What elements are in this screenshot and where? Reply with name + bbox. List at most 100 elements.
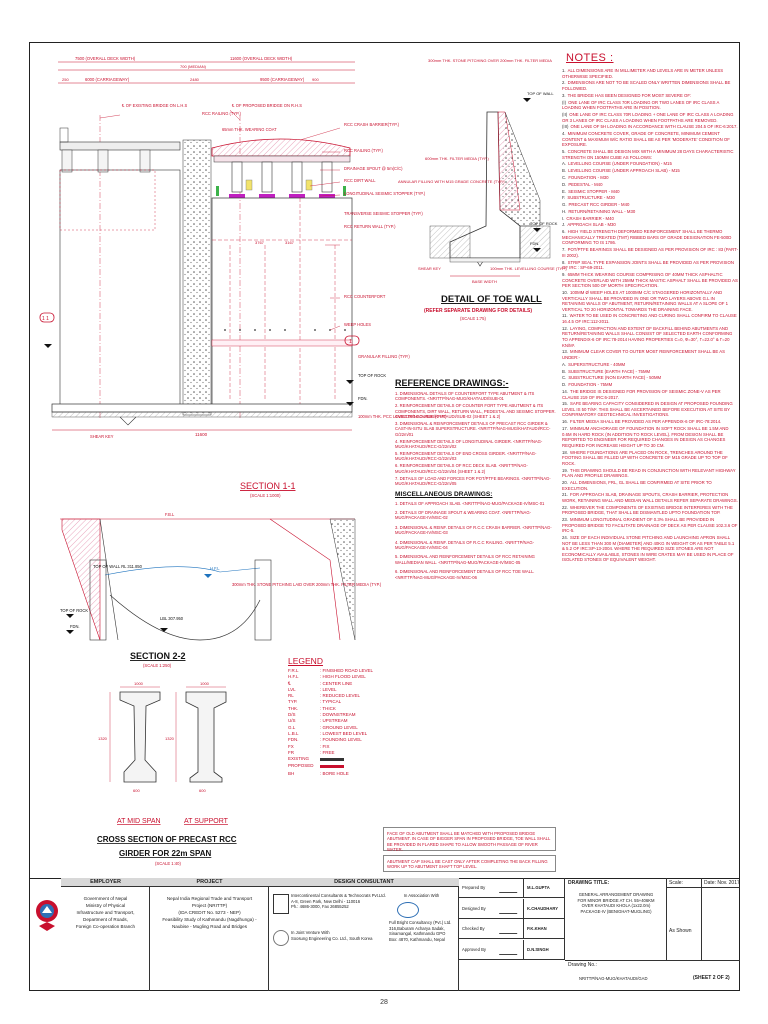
note-item: 11.WATER TO BE USED IN CONCRETING AND CU… xyxy=(562,313,737,325)
misc-item: 5. DIMENSIONAL AND REINFORCEMENT DETAILS… xyxy=(395,554,535,565)
legend-row: THK.: THICK xyxy=(288,705,336,711)
note-item: 3.THE BRIDGE HAS BEEN DESIGNED FOR MOST … xyxy=(562,92,692,98)
sec22-top-of-wall: TOP OF WALL RL 311.850 xyxy=(93,564,143,569)
toe-pcc: 100mm THK. LEVELLING COURSE (TYP.) xyxy=(490,266,567,271)
legend-row: D/S: DOWNSTREAM xyxy=(288,712,356,718)
reference-drawings: REFERENCE DRAWINGS:- 1. DIMENSIONAL DETA… xyxy=(395,378,560,584)
reference-heading: REFERENCE DRAWINGS:- xyxy=(395,378,509,388)
legend-row: RL: REDUCED LEVEL xyxy=(288,693,361,699)
notes-list: 1.ALL DIMENSIONS ARE IN MILLIMETER AND L… xyxy=(562,68,740,563)
toe-top-of-rock: TOP OF ROCK xyxy=(530,221,558,226)
note-item: 20.ALL DIMENSIONS, FRL, GL SHALL BE CONF… xyxy=(562,479,712,491)
note-item: 1.ALL DIMENSIONS ARE IN MILLIMETER AND L… xyxy=(562,68,724,79)
toe-annular-filling: ANNULAR FILLING WITH M15 GRADE CONCRETE … xyxy=(398,179,505,184)
note-item: d.PEDESTAL - M40 xyxy=(562,181,603,187)
label-crash-barrier: RCC CRASH BARRIER(TYP.) xyxy=(344,122,400,127)
note-item: 15.SAFE BEARING CAPACITY CONSIDERED IN D… xyxy=(562,401,733,418)
legend-row: TYP.: TYPICAL xyxy=(288,699,342,705)
label-rcc-railing-left: RCC RAILING (TYP.) xyxy=(202,111,241,116)
legend-row: H.F.L: HIGH FLOOD LEVEL xyxy=(288,674,366,680)
dim-2480: 2480 xyxy=(190,77,200,82)
signature-mark xyxy=(498,882,522,893)
dim-900: 900 xyxy=(312,77,319,82)
label-granular-filling: GRANULAR FILLING (TYP.) xyxy=(358,354,410,359)
existing-swatch xyxy=(320,758,344,762)
consultant2-text: Full Bright Consultancy (Pvt.) Ltd.316,B… xyxy=(389,920,452,942)
callout-right: 1 xyxy=(349,339,352,345)
toe-shear-key: SHEAR KEY xyxy=(418,266,441,271)
notes-heading: NOTES : xyxy=(566,52,614,64)
legend-heading: LEGEND xyxy=(288,656,323,666)
section-2-2-title: SECTION 2-2 xyxy=(130,651,186,661)
label-rcc-return-wall: RCC RETURN WALL (TYP.) xyxy=(344,224,396,229)
label-weep-holes: WEEP HOLES xyxy=(344,322,371,327)
drawing-no-heading: Drawing No.: xyxy=(568,962,597,968)
remark-box-1: FACE OF OLD ABUTMENT SHALL BE MATCHED WI… xyxy=(383,827,556,852)
note-item: 5.CONCRETE SHALL BE DESIGN MIX WITH A MI… xyxy=(562,149,734,160)
nepal-emblem-logo xyxy=(34,898,60,936)
note-item: 12.LAYING, COMPACTION AND EXTENT OF BACK… xyxy=(562,325,733,348)
signature-mark xyxy=(498,923,522,934)
note-item: a.LEVELLING COURSE (UNDER FOUNDATION) - … xyxy=(562,161,672,167)
note-item: 8.STRIP SEAL TYPE EXPANSION JOINTS SHALL… xyxy=(562,259,734,271)
label-proposed-bridge: ℄ OF PROPOSED BRIDGE ON R.H.S xyxy=(231,103,302,108)
association-text: In Association With xyxy=(403,893,440,898)
girder-title-2: GIRDER FOR 22m SPAN xyxy=(119,849,212,858)
label-drainage-spout: DRAINAGE SPOUT @ 5m(C/C) xyxy=(344,166,403,171)
label-wearing-coat: 65mm THK. WEARING COAT xyxy=(222,127,277,132)
note-item: c.FOUNDATION - M30 xyxy=(562,174,609,180)
soosung-logo xyxy=(273,930,289,946)
sec22-lbl: LBL 307.950 xyxy=(160,616,184,621)
toe-filter-media: 600mm THK. FILTER MEDIA (TYP.) xyxy=(425,156,489,161)
sec22-top-of-rock: TOP OF ROCK xyxy=(60,608,88,613)
reference-item: 4. REINFORCEMENT DETAILS OF LONGITUDINAL… xyxy=(395,438,543,450)
legend-row: FR: FREE xyxy=(288,749,335,755)
misc-heading: MISCELLANEOUS DRAWINGS: xyxy=(395,490,493,498)
sec22-stone-pitching: 300mm THK. STONE PITCHING LAID OVER 200m… xyxy=(232,582,382,587)
reference-item: 5. REINFORCEMENT DETAILS OF END CROSS GI… xyxy=(395,451,537,462)
dim-cw-right: 9500 (CARRIAGEWAY) xyxy=(260,77,305,82)
remark-box-2: ABUTMENT CAP SHALL BE CAST ONLY AFTER CO… xyxy=(383,855,556,872)
note-item: (ii)ONE LANE OF IRC CLASS 70R LOADING + … xyxy=(562,111,734,123)
label-transverse-stopper: TRANSVERSE SEISMIC STOPPER (TYP.) xyxy=(344,211,423,216)
consultant1-text: Intercontinental Consultants & Technocra… xyxy=(291,893,386,910)
dim-3767: 3767 xyxy=(255,240,265,245)
note-item: 9.65mm THICK WEARING COURSE COMPRISING O… xyxy=(562,271,738,289)
toe-wall-detail: 300mm THK. STONE PITCHING OVER 200mm THK… xyxy=(398,58,567,321)
note-item: a.SUPERSTRUCTURE - 40mm xyxy=(562,361,626,367)
misc-list: 1. DETAILS OF APPROACH SLAB. <NRITTP/NAG… xyxy=(395,501,560,580)
legend-row: U/S: UPSTREAM xyxy=(288,718,348,724)
consultant-heading: DESIGN CONSULTANT xyxy=(269,878,459,887)
toe-fdn: FDN. xyxy=(530,241,539,246)
toe-wall-scale: (SCALE 1:75) xyxy=(460,316,486,321)
legend-row: PROPOSED xyxy=(288,763,378,770)
reference-list: 1. DIMENSIONAL DETAILS OF COUNTERFORT TY… xyxy=(395,391,560,487)
note-item: 23.MINIMUM LONGITUDINAL GRADIENT OF 0.3%… xyxy=(562,517,738,534)
scale-value: As Shown xyxy=(669,928,692,934)
drawing-no-value: NRITTP/NAG-MUG/KHATAUDI/GAD xyxy=(579,976,648,981)
note-item: 17.MINIMUM ANCHORAGE OF FOUNDATION IN SO… xyxy=(562,426,729,448)
misc-item: 6. DIMENSIONAL AND REINFORCEMENT DETAILS… xyxy=(395,569,535,580)
reference-item: 6. REINFORCEMENT DETAILS OF RCC DECK SLA… xyxy=(395,463,528,474)
note-item: 10.100mm ø WEEP HOLES AT 1000mm C/C STAG… xyxy=(562,289,729,312)
project-text: Nepal India Regional Trade and Transport… xyxy=(162,896,257,929)
reference-item: 7. DETAILS OF LOAD AND FORCES FOR POT/PT… xyxy=(395,475,551,487)
label-rcc-railing: RCC RAILING (TYP.) xyxy=(344,148,383,153)
toe-top-of-wall: TOP OF WALL xyxy=(527,91,554,96)
legend-row: F.R.L: FINISHED ROAD LEVEL xyxy=(288,668,374,673)
legend-row: L.B.L: LOWEST BED LEVEL xyxy=(288,730,368,736)
girder-at-support: AT SUPPORT xyxy=(184,818,229,825)
girder-title-1: CROSS SECTION OF PRECAST RCC xyxy=(97,835,237,844)
legend-row: BH: BORE HOLE xyxy=(288,770,349,776)
girder-scale: (SCALE 1:40) xyxy=(155,861,181,866)
dim-overall-left: 7500 (OVERALL DECK WIDTH) xyxy=(75,56,136,61)
section-1-1-scale: (SCALE 1:1000) xyxy=(250,493,281,498)
signature-mark xyxy=(498,943,522,955)
note-item: 22.WHEREVER THE COMPONENTS OF EXISTING B… xyxy=(562,504,733,516)
